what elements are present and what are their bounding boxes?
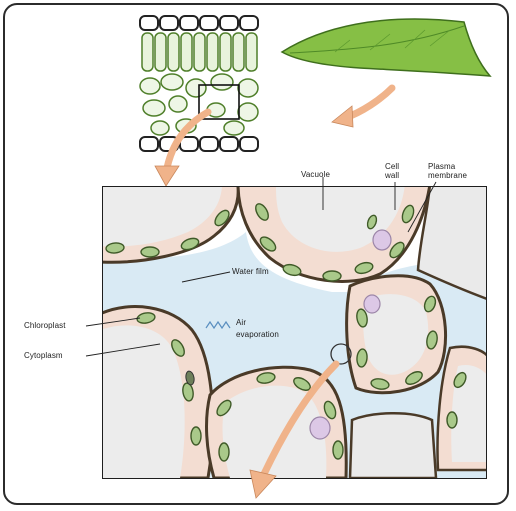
arrow-leaf-to-section-head bbox=[332, 106, 353, 127]
label-vacuole: Vacuole bbox=[301, 170, 330, 179]
label-water-film: Water film bbox=[232, 267, 269, 276]
upper-epidermis bbox=[140, 16, 258, 30]
detail-cells bbox=[100, 184, 490, 478]
label-air-2: evaporation bbox=[236, 330, 279, 339]
leaf-cross-section bbox=[140, 16, 258, 151]
label-chloroplast: Chloroplast bbox=[24, 321, 66, 330]
label-cell-wall-2: wall bbox=[385, 171, 399, 180]
label-plasma-membrane-1: Plasma bbox=[428, 162, 455, 171]
label-cytoplasm: Cytoplasm bbox=[24, 351, 63, 360]
label-cell-wall-1: Cell bbox=[385, 162, 399, 171]
lower-epidermis bbox=[140, 137, 258, 151]
leaf-icon bbox=[282, 19, 490, 76]
label-air-1: Air bbox=[236, 318, 246, 327]
label-plasma-membrane-2: membrane bbox=[428, 171, 467, 180]
palisade-layer bbox=[142, 33, 257, 71]
arrow-section-to-detail-head bbox=[155, 166, 179, 186]
